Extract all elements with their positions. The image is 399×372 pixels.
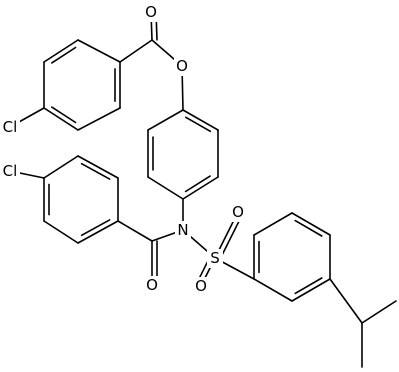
atom-labels: O O Cl Cl N O S O (0, 3, 246, 296)
bond-line (184, 175, 211, 193)
svg-text:S: S (210, 249, 220, 267)
bond-line (185, 116, 212, 133)
bond-line (77, 155, 119, 179)
bond-line (329, 278, 363, 324)
svg-text:O: O (195, 277, 207, 295)
bond-line (50, 106, 77, 124)
bond-line (253, 212, 293, 236)
bond-line (43, 39, 79, 63)
svg-text:N: N (177, 221, 188, 239)
bond-line (43, 155, 79, 179)
atom-label-sulfonyl-o-lower: O (193, 277, 209, 296)
bond-line (291, 278, 331, 302)
bond-line (294, 277, 323, 295)
atom-label-carbonyl-o-ester: O (143, 3, 159, 22)
svg-text:O: O (145, 3, 157, 21)
atom-label-ester-o: O (174, 57, 190, 76)
atom-label-amide-o: O (144, 276, 160, 295)
bond-line (43, 107, 79, 131)
bond-lines (9, 11, 397, 368)
svg-text:O: O (176, 57, 188, 75)
bond-line (253, 278, 293, 302)
bond-line (182, 176, 219, 200)
svg-text:O: O (232, 203, 244, 221)
atom-label-sulfur: S (207, 249, 223, 268)
atom-label-cl-mid: Cl (0, 162, 20, 181)
bond-line (80, 162, 111, 180)
bond-line (294, 219, 323, 237)
bond-line (147, 109, 184, 131)
bond-line (77, 107, 121, 131)
atom-label-cl-top: Cl (0, 118, 20, 137)
svg-text:Cl: Cl (3, 162, 18, 180)
atom-label-sulfonyl-o-upper: O (230, 203, 246, 222)
bond-line (43, 220, 79, 244)
bond-line (77, 39, 121, 63)
bond-line (119, 39, 153, 63)
bond-line (147, 176, 184, 200)
bond-line (291, 212, 331, 236)
bond-line (50, 46, 77, 64)
svg-text:Cl: Cl (3, 118, 18, 136)
bond-line (182, 109, 219, 131)
bond-line (117, 220, 153, 242)
svg-text:O: O (146, 276, 158, 294)
bond-line (77, 220, 119, 244)
bond-line (80, 219, 111, 237)
bond-line (361, 300, 397, 324)
atom-label-amide-n: N (175, 221, 191, 240)
